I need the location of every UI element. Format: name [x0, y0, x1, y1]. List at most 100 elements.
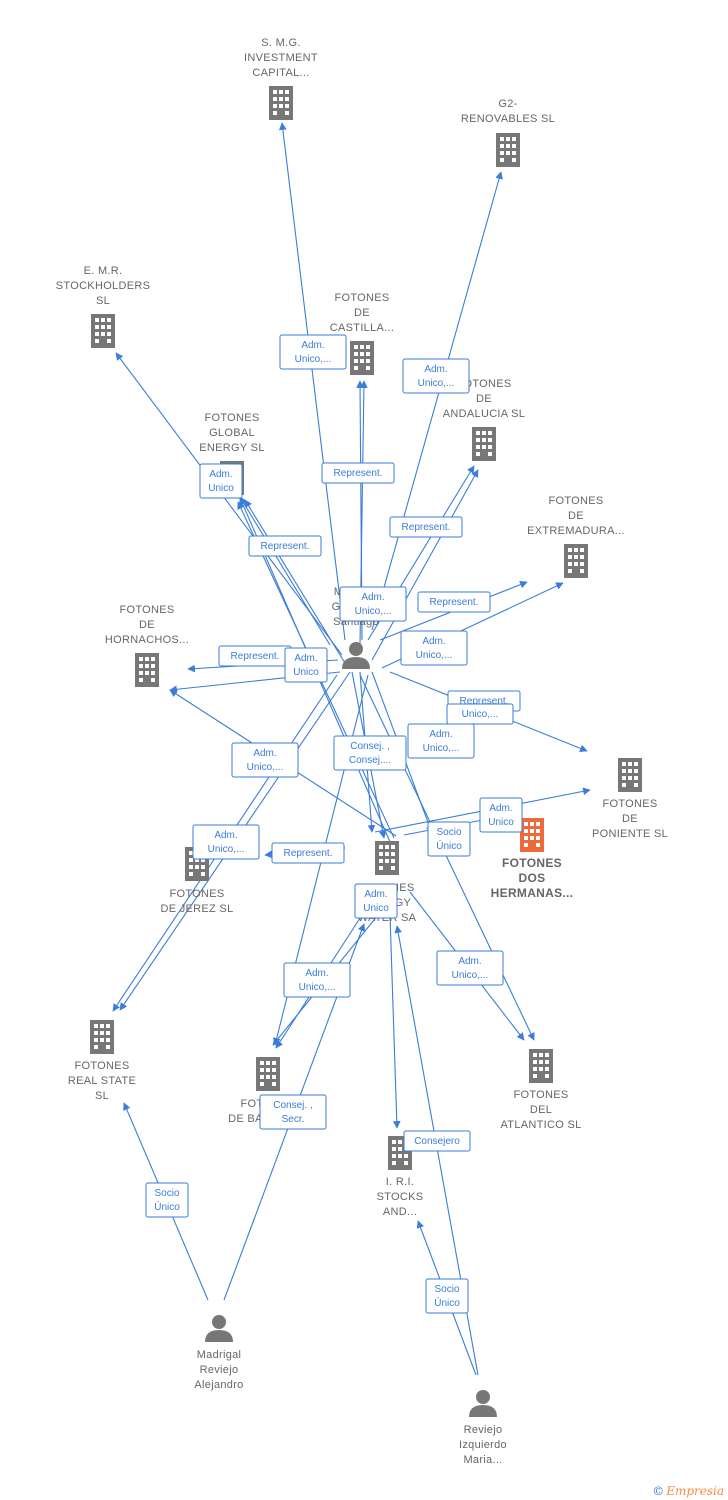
company-node-castilla[interactable]: FOTONESDECASTILLA...: [330, 292, 394, 375]
node-label: E. M.R.: [84, 265, 123, 277]
node-label: Reviejo: [464, 1424, 503, 1436]
edge-label[interactable]: Adm. Unico,...: [283, 962, 351, 998]
edge-label-box: [400, 630, 468, 666]
edge-label-text: Adm.: [361, 592, 384, 603]
edge-label-text: Unico,...: [418, 378, 455, 389]
edge-label-box: [446, 703, 514, 725]
edge-label[interactable]: Adm.Unico: [199, 463, 243, 499]
edge-label-text: Consej....: [349, 755, 391, 766]
edge-label-text: Adm.: [294, 653, 317, 664]
building-icon: [91, 314, 115, 348]
building-icon: [529, 1049, 553, 1083]
edge-label-text: Unico: [293, 667, 319, 678]
edge-label[interactable]: Adm.Unico,...: [436, 950, 504, 986]
node-label: DE: [622, 813, 638, 825]
company-node-extremadura[interactable]: FOTONESDEEXTREMADURA...: [527, 495, 625, 578]
edge-label-box: [417, 591, 491, 613]
company-node-hornachos[interactable]: FOTONESDEHORNACHOS...: [105, 604, 189, 687]
edge-label[interactable]: Adm.Unico,...: [407, 723, 475, 759]
node-label: FOTONES: [119, 604, 174, 616]
edge-label[interactable]: Adm. Unico,...: [231, 742, 299, 778]
edge-label[interactable]: Represent.: [321, 462, 395, 484]
node-label: INVESTMENT: [244, 52, 318, 64]
edge-label[interactable]: Adm. Unico,...: [402, 358, 470, 394]
copyright-symbol: ©: [652, 1484, 665, 1498]
company-node-g2[interactable]: G2- RENOVABLES SL: [461, 98, 555, 167]
edge-label-text: Adm.: [305, 968, 328, 979]
company-node-global[interactable]: FOTONES GLOBAL ENERGY SL: [199, 412, 264, 495]
edge-label-text: Unico,...: [247, 762, 284, 773]
edge-label[interactable]: Consejero: [403, 1130, 471, 1152]
node-label: PONIENTE SL: [592, 828, 668, 840]
edge-label-text: Único: [436, 839, 462, 852]
edge-label[interactable]: Adm.Unico,...: [192, 824, 260, 860]
node-label: G2-: [498, 98, 517, 110]
building-icon: [472, 427, 496, 461]
edge-label-box: [389, 516, 463, 538]
person-node-rim[interactable]: ReviejoIzquierdoMaria...: [459, 1390, 507, 1466]
company-node-iri[interactable]: I. R.I.STOCKSAND...: [377, 1136, 424, 1218]
edge-label-text: Unico: [488, 817, 514, 828]
node-label: FOTONES: [204, 412, 259, 424]
node-label: FOTONES: [602, 798, 657, 810]
node-label: DOS: [519, 871, 546, 885]
edge-label[interactable]: Unico,...: [446, 703, 514, 725]
edge-label[interactable]: Adm.Unico,...: [339, 586, 407, 622]
edge-label-box: [403, 1130, 471, 1152]
node-label: ENERGY SL: [199, 442, 264, 454]
node-label: STOCKHOLDERS: [56, 280, 150, 292]
edge-label-box: [259, 1094, 327, 1130]
edge-label-text: Represent.: [334, 468, 383, 479]
person-icon: [342, 642, 370, 669]
edge-label[interactable]: Adm.Unico,...: [279, 334, 347, 370]
edge-label-text: Adm.: [424, 364, 447, 375]
edge-label-text: Unico: [208, 483, 234, 494]
node-label: RENOVABLES SL: [461, 113, 555, 125]
edge-label[interactable]: Adm.Unico,...: [400, 630, 468, 666]
node-label: REAL STATE: [68, 1075, 136, 1087]
edge-label-text: Adm.: [253, 748, 276, 759]
edge-label[interactable]: Consej. ,Secr.: [259, 1094, 327, 1130]
edge-label-text: Adm.: [214, 830, 237, 841]
edge-label-box: [402, 358, 470, 394]
edge-label[interactable]: Represent.: [271, 842, 345, 864]
edge-label-text: Socio: [434, 1284, 459, 1295]
edge-label-box: [354, 883, 398, 919]
edge-label-box: [231, 742, 299, 778]
edge-line-10: [244, 499, 349, 669]
edge-labels-layer: Adm. Unico,... Adm. Unico,... Represent. Repr…: [145, 334, 523, 1314]
edge-label[interactable]: Adm.Unico: [354, 883, 398, 919]
node-label: STOCKS: [377, 1191, 424, 1203]
edge-label[interactable]: Consej. ,Consej....: [333, 735, 407, 771]
edge-label-text: Unico,...: [295, 354, 332, 365]
edge-label-text: Represent.: [430, 597, 479, 608]
node-label: FOTONES: [548, 495, 603, 507]
edge-label[interactable]: Adm. Unico: [284, 647, 328, 683]
node-label: Reviejo: [200, 1364, 239, 1376]
edge-label[interactable]: Represent.: [248, 535, 322, 557]
edge-label[interactable]: Represent.: [389, 516, 463, 538]
edge-label[interactable]: Represent.: [417, 591, 491, 613]
edge-label-text: Adm.: [458, 956, 481, 967]
company-node-poniente[interactable]: FOTONES DE PONIENTE SL: [592, 758, 668, 840]
edge-label[interactable]: Represent.: [218, 645, 292, 667]
edge-label-text: Unico,...: [299, 982, 336, 993]
building-icon: [520, 818, 544, 852]
node-label: AND...: [383, 1206, 417, 1218]
edge-label-text: Represent.: [231, 651, 280, 662]
node-label: FOTONES: [334, 292, 389, 304]
company-node-smg[interactable]: S. M.G.INVESTMENTCAPITAL...: [244, 37, 318, 120]
company-node-doshermanas[interactable]: FOTONESDOSHERMANAS...: [491, 818, 574, 900]
node-label: GLOBAL: [209, 427, 255, 439]
edge-label[interactable]: Adm.Unico: [479, 797, 523, 833]
building-icon: [564, 544, 588, 578]
